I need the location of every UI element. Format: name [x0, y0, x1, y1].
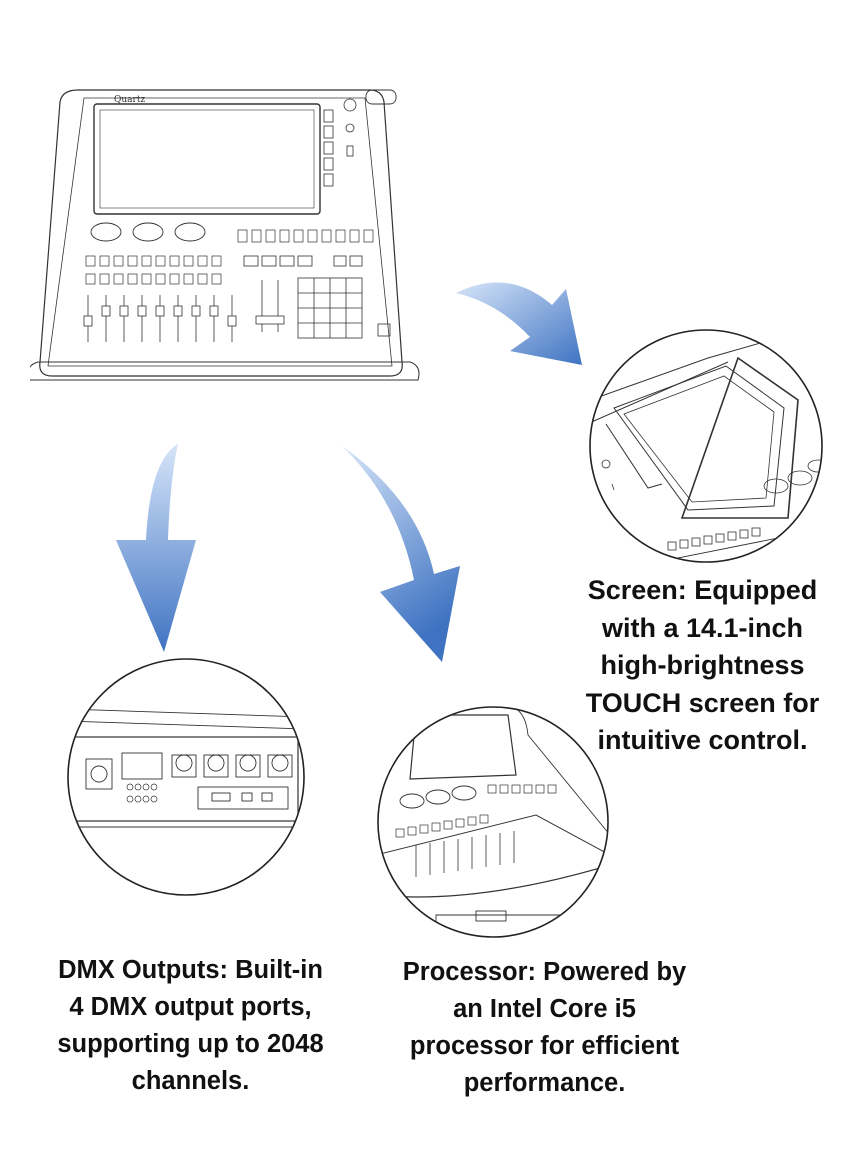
screen-caption-line: high-brightness: [600, 650, 805, 680]
console-brand-label: Quartz: [114, 95, 145, 105]
processor-caption-line: an Intel Core i5: [453, 995, 636, 1023]
arrow-to-dmx: [116, 444, 196, 652]
dmx-caption: DMX Outputs: Built-in 4 DMX output ports…: [18, 952, 363, 1100]
dmx-caption-line: 4 DMX output ports,: [69, 993, 312, 1021]
dmx-caption-line: supporting up to 2048: [57, 1030, 324, 1058]
arrow-to-screen: [456, 282, 582, 365]
screen-detail-circle: [588, 328, 824, 564]
dmx-detail-circle: [66, 657, 306, 897]
processor-caption-line: processor for efficient: [409, 1032, 680, 1060]
screen-caption-line: intuitive control.: [597, 725, 808, 755]
console-illustration: Quartz: [30, 80, 445, 390]
screen-caption-line: TOUCH screen for: [585, 687, 820, 718]
dmx-caption-line: DMX Outputs: Built-in: [58, 956, 323, 984]
screen-caption-line: Screen: Equipped: [587, 575, 818, 605]
processor-caption: Processor: Powered by an Intel Core i5 p…: [372, 954, 717, 1102]
processor-detail-circle: [376, 705, 610, 939]
screen-caption: Screen: Equipped with a 14.1-inch high-b…: [560, 572, 845, 760]
screen-caption-line: with a 14.1-inch: [601, 612, 804, 643]
dmx-caption-line: channels.: [131, 1067, 250, 1095]
arrow-to-processor: [342, 446, 460, 662]
processor-caption-line: performance.: [463, 1069, 626, 1097]
processor-caption-line: Processor: Powered by: [402, 958, 687, 986]
